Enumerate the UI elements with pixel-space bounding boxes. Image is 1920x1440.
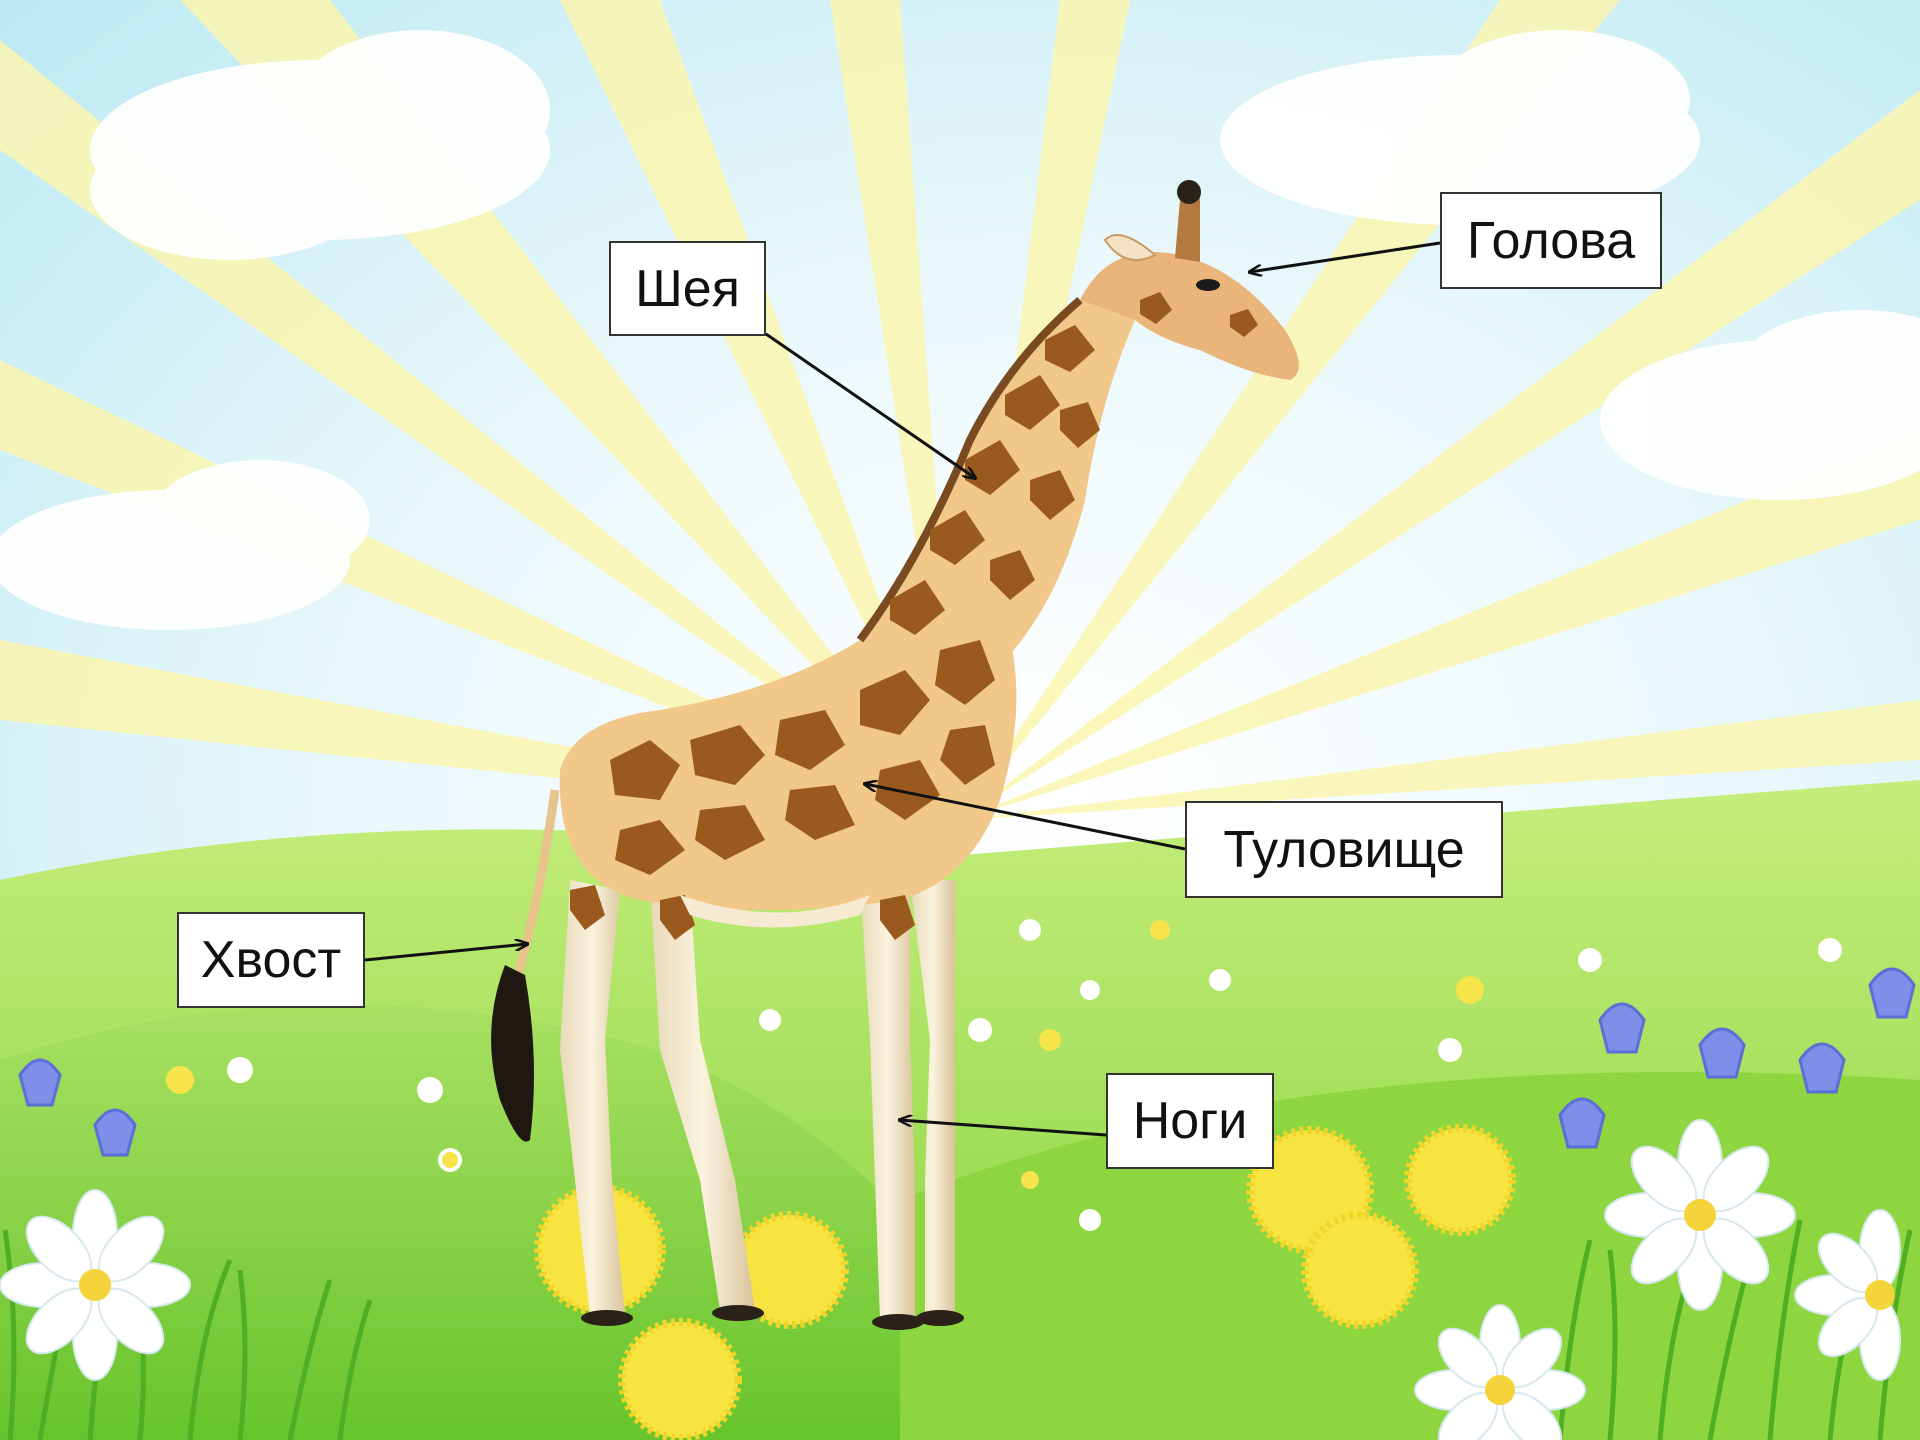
label-tail: Хвост [177, 912, 365, 1008]
giraffe-eye [1196, 279, 1220, 291]
label-body: Туловище [1185, 801, 1503, 898]
label-legs: Ноги [1106, 1073, 1274, 1169]
label-head: Голова [1440, 192, 1662, 289]
label-neck: Шея [609, 241, 766, 336]
